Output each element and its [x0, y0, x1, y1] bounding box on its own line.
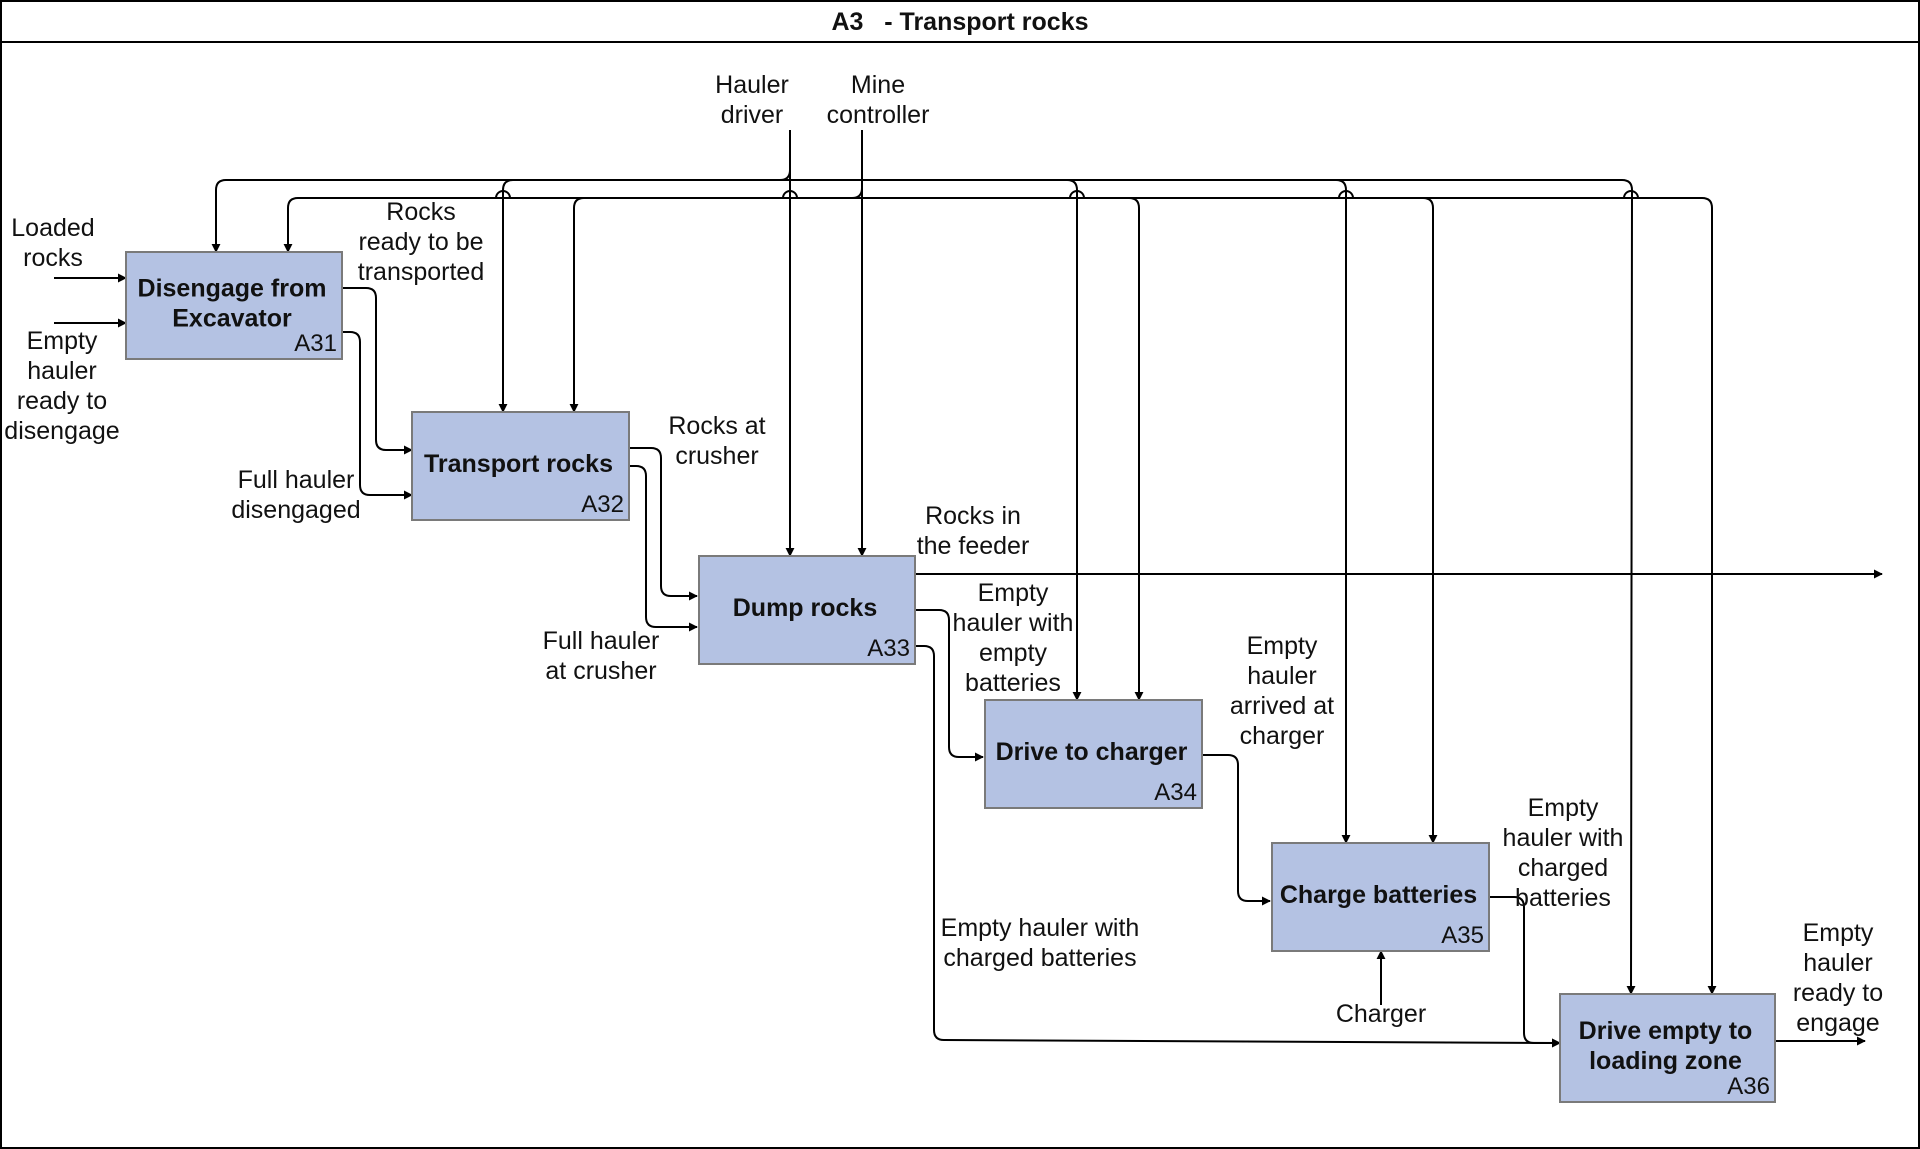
mine-controller-to-a31	[283, 187, 863, 253]
activity-name: Transport rocks	[424, 450, 613, 478]
mine-controller-to-a36	[862, 197, 1717, 995]
label-charger: Charger	[1336, 1000, 1426, 1028]
activity-box-rect	[698, 555, 916, 665]
a31-rocks-to-a32	[342, 287, 413, 455]
activity-name: Excavator	[172, 305, 292, 333]
mine-controller-wires	[283, 130, 1717, 995]
a33-hauler-to-a36	[915, 645, 1561, 1048]
activity-name: Drive empty to	[1579, 1017, 1753, 1045]
activity-box-rect	[1271, 842, 1490, 952]
activity-id: A32	[581, 491, 624, 518]
activity-id: A35	[1441, 922, 1484, 949]
hauler-driver-to-a31	[211, 169, 791, 253]
activity-id: A34	[1154, 779, 1197, 806]
activity-box-rect	[984, 699, 1203, 809]
activity-name: loading zone	[1589, 1047, 1742, 1075]
a35-hauler-to-a36	[1489, 896, 1561, 1048]
flow-wires	[54, 273, 1883, 1048]
a32-rocks-to-a33	[629, 447, 698, 601]
a31-hauler-to-a32	[342, 331, 413, 500]
activity-id: A33	[867, 635, 910, 662]
a33-hauler-to-a34	[915, 609, 984, 762]
activity-name: Charge batteries	[1280, 881, 1477, 909]
a32-hauler-to-a33	[629, 465, 698, 632]
activity-name: Drive to charger	[996, 738, 1188, 766]
diagram-title: A3 - Transport rocks	[831, 8, 1088, 36]
hauler-driver-to-a36	[790, 179, 1636, 995]
activity-name: Dump rocks	[733, 594, 877, 622]
mine-controller-to-a32	[569, 197, 862, 413]
hauler-driver-wires	[211, 130, 1636, 995]
activity-id: A36	[1727, 1073, 1770, 1100]
activity-name: Disengage from	[138, 275, 327, 303]
activity-box-rect	[411, 411, 630, 521]
activity-box-rect	[1559, 993, 1776, 1103]
wire-hops	[495, 190, 1639, 199]
a34-hauler-to-a35	[1202, 754, 1271, 906]
hauler-driver-to-a32	[498, 179, 790, 413]
activity-box-rect	[125, 251, 343, 360]
activity-id: A31	[294, 330, 337, 357]
